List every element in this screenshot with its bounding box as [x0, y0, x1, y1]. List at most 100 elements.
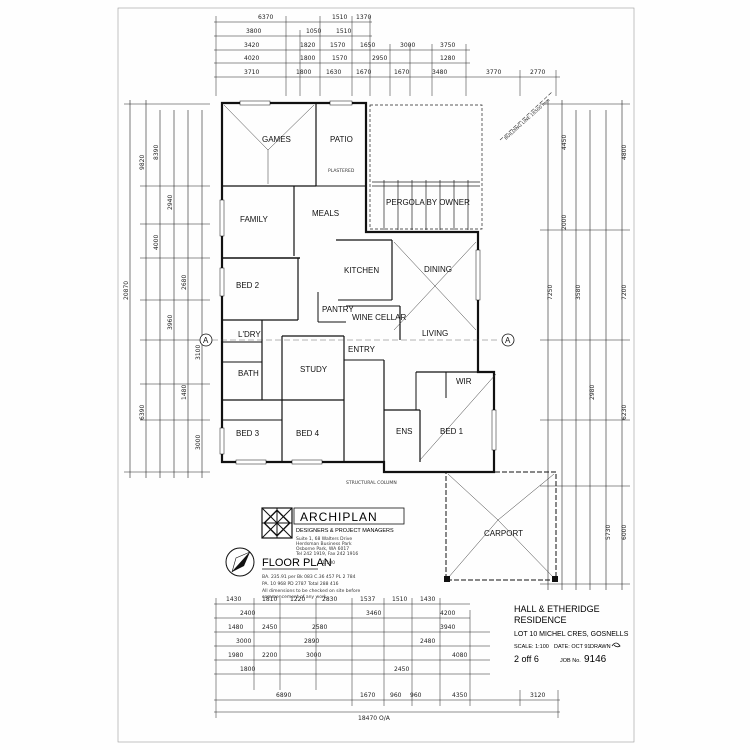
notice-2: commencement of any work. — [262, 594, 328, 600]
dim-top-5f: 3480 — [432, 69, 447, 76]
dim-bot-4a: 3000 — [236, 638, 251, 645]
section-marker-right — [501, 333, 515, 347]
dim-bot-3a: 1480 — [228, 624, 243, 631]
top-dimension-text: 6370 1510 1370 3800 1050 1510 3420 1820 … — [244, 14, 545, 76]
dim-left-11: 3000 — [195, 435, 202, 450]
dim-top-3c: 1570 — [330, 42, 345, 49]
dim-top-1c: 1370 — [356, 14, 371, 21]
building-line-label: BUILDING LINE 18500 mm — [503, 97, 551, 141]
dim-top-5d: 1670 — [356, 69, 371, 76]
dim-bot-overall: 18470 O/A — [358, 715, 391, 722]
firm-address-2: Herdsman Business Park — [296, 541, 352, 547]
dim-top-4a: 4020 — [244, 55, 259, 62]
area-spec-2: PA. 10 968 PD 2787 Total 288 416 — [262, 581, 339, 587]
note-plastered: PLASTERED — [328, 168, 355, 174]
dim-bot-7d: 960 — [410, 692, 422, 699]
pergola-framing — [369, 104, 483, 230]
bottom-dimension-lines — [214, 598, 560, 718]
room-labels: GAMES PATIO FAMILY MEALS PERGOLA BY OWNE… — [236, 135, 523, 538]
project-title-line1: HALL & ETHERIDGE — [514, 604, 600, 614]
building-line — [499, 91, 553, 141]
dim-bot-7a: 6890 — [276, 692, 291, 699]
job-number: 9146 — [584, 654, 607, 665]
room-games: GAMES — [262, 135, 291, 144]
dim-right-4: 7200 — [621, 285, 628, 300]
room-bed1: BED 1 — [440, 427, 464, 436]
dim-right-5: 7250 — [547, 285, 554, 300]
dim-top-2c: 1510 — [336, 28, 351, 35]
floor-plan-heading: FLOOR PLAN 1:100 BA. 235.91 per Bk 083 C… — [262, 557, 360, 600]
job-label: JOB No. — [560, 658, 581, 664]
sheet-border — [117, 7, 635, 743]
dim-bot-1d: 2830 — [322, 596, 337, 603]
ceiling-diagonals — [223, 104, 555, 579]
notice-1: All dimensions to be checked on site bef… — [262, 588, 360, 594]
dim-left-1: 20870 — [123, 281, 130, 300]
dim-bot-1c: 1220 — [290, 596, 305, 603]
room-ensuite: ENS — [396, 427, 412, 436]
room-kitchen: KITCHEN — [344, 266, 379, 275]
dim-bot-4b: 2890 — [304, 638, 319, 645]
windows — [219, 100, 497, 465]
dim-bot-2a: 2400 — [240, 610, 255, 617]
dim-top-3a: 3420 — [244, 42, 259, 49]
room-bath: BATH — [238, 369, 259, 378]
floor-plan-scale: 1:100 — [322, 560, 335, 566]
room-wine-cellar: WINE CELLAR — [352, 313, 406, 322]
top-dimension-lines — [214, 16, 560, 96]
dim-top-5b: 1800 — [296, 69, 311, 76]
dim-right-7: 2980 — [589, 385, 596, 400]
dim-right-9: 6000 — [621, 525, 628, 540]
dim-bot-3c: 2580 — [312, 624, 327, 631]
room-carport: CARPORT — [484, 529, 523, 538]
dim-top-4e: 1280 — [440, 55, 455, 62]
dim-bot-4c: 2480 — [420, 638, 435, 645]
dim-left-7: 3960 — [167, 315, 174, 330]
archiplan-block: ARCHIPLAN DESIGNERS & PROJECT MANAGERS S… — [261, 507, 405, 557]
firm-tagline: DESIGNERS & PROJECT MANAGERS — [296, 528, 394, 534]
room-pergola: PERGOLA BY OWNER — [386, 198, 470, 207]
carport — [444, 471, 558, 582]
project-scale: SCALE: 1:100 — [514, 644, 549, 650]
room-dining: DINING — [424, 265, 452, 274]
dim-top-5a: 3710 — [244, 69, 259, 76]
dim-top-4d: 2950 — [372, 55, 387, 62]
dim-bot-3d: 3940 — [440, 624, 455, 631]
dim-left-2: 9820 — [139, 155, 146, 170]
room-living: LIVING — [422, 329, 448, 338]
note-structural: STRUCTURAL COLUMN — [346, 480, 397, 486]
dim-bot-1f: 1510 — [392, 596, 407, 603]
dim-bot-7b: 1670 — [360, 692, 375, 699]
dim-right-3: 2000 — [561, 215, 568, 230]
dim-left-8: 2680 — [181, 275, 188, 290]
dim-bot-1g: 1430 — [420, 596, 435, 603]
dim-right-10: 6230 — [621, 405, 628, 420]
section-marker-left-label: A — [203, 336, 209, 345]
project-lot: LOT 10 MICHEL CRES, GOSNELLS — [514, 631, 629, 638]
dim-bot-1b: 1810 — [262, 596, 277, 603]
dim-left-4: 8390 — [153, 145, 160, 160]
dim-right-6: 3580 — [575, 285, 582, 300]
north-arrow-icon — [225, 547, 255, 577]
left-dimension-text: 20870 9820 6390 8390 4000 2940 3960 2680… — [123, 145, 202, 450]
dim-top-4b: 1800 — [300, 55, 315, 62]
room-meals: MEALS — [312, 209, 339, 218]
dim-top-3e: 3000 — [400, 42, 415, 49]
project-title-line2: RESIDENCE — [514, 615, 567, 625]
dim-top-4c: 1570 — [332, 55, 347, 62]
room-bed3: BED 3 — [236, 429, 260, 438]
dim-bot-7f: 3120 — [530, 692, 545, 699]
floor-plan-label: FLOOR PLAN — [262, 557, 332, 569]
dim-top-3d: 1650 — [360, 42, 375, 49]
dim-top-1a: 6370 — [258, 14, 273, 21]
dim-bot-7c: 960 — [390, 692, 402, 699]
dim-left-9: 1480 — [181, 385, 188, 400]
dim-top-5h: 2770 — [530, 69, 545, 76]
dim-bot-5b: 2200 — [262, 652, 277, 659]
dim-right-1: 4800 — [621, 145, 628, 160]
dim-top-5g: 3770 — [486, 69, 501, 76]
dim-top-2b: 1050 — [306, 28, 321, 35]
small-notes: STRUCTURAL COLUMN PLASTERED — [328, 168, 397, 486]
